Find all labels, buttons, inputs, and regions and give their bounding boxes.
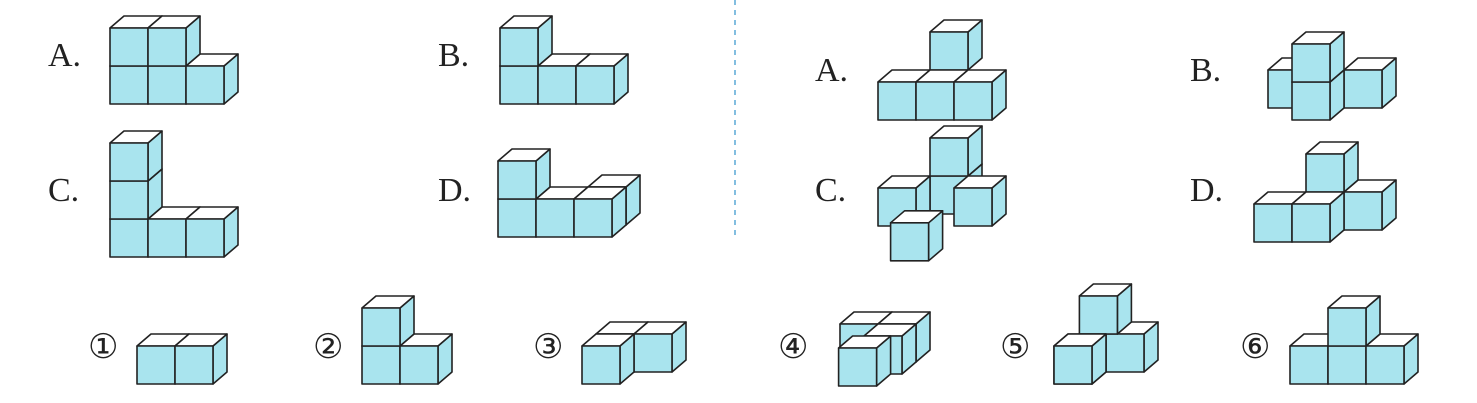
cube-front-face — [535, 198, 575, 238]
cube-front-face — [837, 347, 878, 387]
cube-front-face — [1305, 153, 1345, 193]
cube-front-face — [1291, 81, 1331, 121]
cube-front-face — [581, 345, 621, 385]
cube-front-face — [915, 81, 955, 121]
cube-front-face — [573, 198, 613, 238]
cube-front-face — [185, 65, 225, 105]
cube-front-face — [147, 65, 187, 105]
cube-front-face — [1053, 345, 1093, 385]
view-6-figure — [1289, 295, 1419, 385]
right-option-d-label: D. — [1190, 172, 1223, 209]
cube-front-face — [497, 160, 537, 200]
cube-front-face — [109, 218, 149, 258]
cube-front-face — [361, 307, 401, 347]
view-5-label: ⑤ — [1000, 329, 1030, 366]
left-option-b-label: B. — [438, 37, 469, 74]
cube-front-face — [877, 81, 917, 121]
right-option-c-label: C. — [815, 172, 846, 209]
left-option-d-figure — [497, 148, 641, 238]
cube-front-face — [147, 218, 187, 258]
cube-front-face — [174, 345, 214, 385]
cube-front-face — [1078, 295, 1119, 335]
view-3-label: ③ — [533, 329, 563, 366]
left-option-b-figure — [499, 15, 629, 105]
cube-front-face — [537, 65, 577, 105]
cube-front-face — [889, 222, 930, 262]
view-3-figure — [581, 321, 687, 385]
cube-front-face — [109, 142, 149, 182]
cube-front-face — [361, 345, 401, 385]
left-option-c-label: C. — [48, 172, 79, 209]
cube-front-face — [1327, 307, 1367, 347]
cube-front-face — [1289, 345, 1329, 385]
cube-front-face — [1365, 345, 1405, 385]
cube-front-face — [497, 198, 537, 238]
cube-front-face — [185, 218, 225, 258]
left-option-a-label: A. — [48, 37, 81, 74]
cube-front-face — [1291, 203, 1331, 243]
view-4-label: ④ — [778, 329, 808, 366]
cube-front-face — [399, 345, 439, 385]
cube-front-face — [136, 345, 176, 385]
cube-front-face — [1105, 333, 1145, 373]
left-option-d-label: D. — [438, 172, 471, 209]
cube-front-face — [1253, 203, 1293, 243]
right-option-c-figure — [877, 125, 1007, 262]
cube-front-face — [929, 137, 969, 177]
cube-front-face — [953, 187, 993, 227]
cube-front-face — [953, 81, 993, 121]
view-6-label: ⑥ — [1240, 329, 1270, 366]
view-5-figure — [1053, 283, 1159, 385]
cube-front-face — [109, 27, 149, 67]
cube-front-face — [929, 31, 969, 71]
cube-front-face — [575, 65, 615, 105]
view-4-figure — [837, 311, 931, 387]
right-option-b-label: B. — [1190, 52, 1221, 89]
cube-front-face — [1343, 191, 1383, 231]
cube-front-face — [499, 27, 539, 67]
cube-front-face — [499, 65, 539, 105]
view-2-label: ② — [313, 329, 343, 366]
cube-front-face — [109, 65, 149, 105]
right-option-d-figure — [1253, 141, 1397, 243]
cube-front-face — [109, 180, 149, 220]
view-1-label: ① — [88, 329, 118, 366]
cube-front-face — [1291, 43, 1331, 83]
right-option-a-label: A. — [815, 52, 848, 89]
view-2-figure — [361, 295, 453, 385]
cube-front-face — [1327, 345, 1367, 385]
cube-front-face — [633, 333, 673, 373]
view-1-figure — [136, 333, 228, 385]
left-option-c-figure — [109, 130, 239, 258]
cube-front-face — [147, 27, 187, 67]
left-option-a-figure — [109, 15, 239, 105]
right-option-a-figure — [877, 19, 1007, 121]
cube-front-face — [1343, 69, 1383, 109]
right-option-b-figure — [1267, 31, 1397, 121]
